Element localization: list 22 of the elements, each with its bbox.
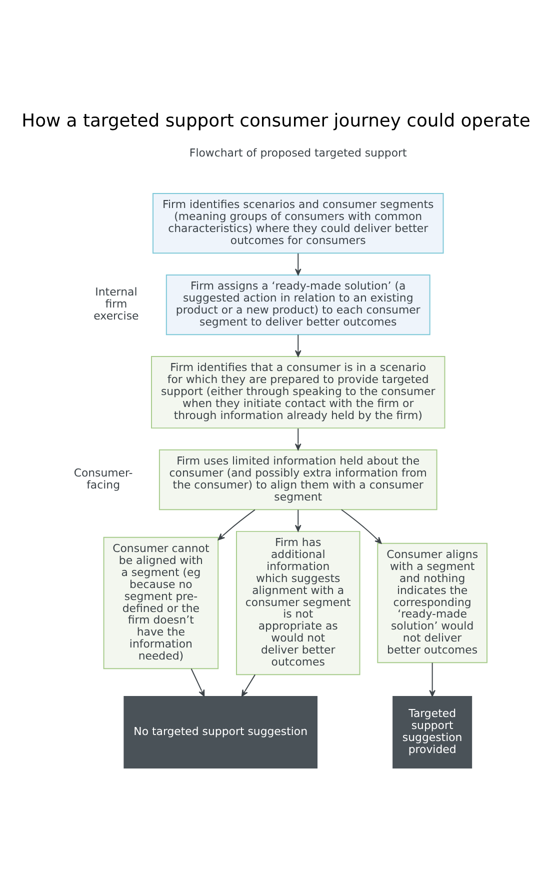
node-box: Firm identifies that a consumer is in a scenario for which they are prepared to provide targeted support (either through speaking to the consumer when they initiate contact with the firm or through information already held by the firm) [151,356,446,429]
arrow [294,252,302,276]
node-box: Firm uses limited information held about the consumer (and possibly extra information from the consumer) to align them with a consumer segment [158,449,438,510]
node-box: Consumer aligns with a segment and nothing indicates the corresponding ‘ready-made solution’ would not deliver better outcomes [377,542,488,664]
arrow [241,674,256,697]
arrow [294,428,302,450]
label: Internal firm exercise [94,286,139,323]
diagram-title: How a targeted support consumer journey could operate [22,110,530,132]
node-box: Targeted support suggestion provided [392,696,472,769]
label: Consumer-facing [74,466,133,492]
arrow [218,509,256,540]
node-box: No targeted support suggestion [124,696,318,769]
arrow [429,662,436,697]
arrow [190,668,205,697]
arrow [340,509,382,544]
node-box: Consumer cannot be aligned with a segment (eg because no segment pre-defined or the firm doesn’t have the information needed) [103,536,219,670]
arrow [294,334,302,357]
node-box: Firm has additional information which suggests alignment with a consumer segment is not appropriate as would not deliver better outcomes [236,530,360,676]
node-box: Firm assigns a ‘ready-made solution’ (a suggested action in relation to an existing product or a new product) to each consumer segment to deliver better outcomes [166,274,430,336]
label: Flowchart of proposed targeted support [189,146,407,160]
arrow [294,509,302,532]
node-box: Firm identifies scenarios and consumer segments (meaning groups of consumers with common characteristics) where they could deliver better outcomes for consumers [152,192,444,254]
